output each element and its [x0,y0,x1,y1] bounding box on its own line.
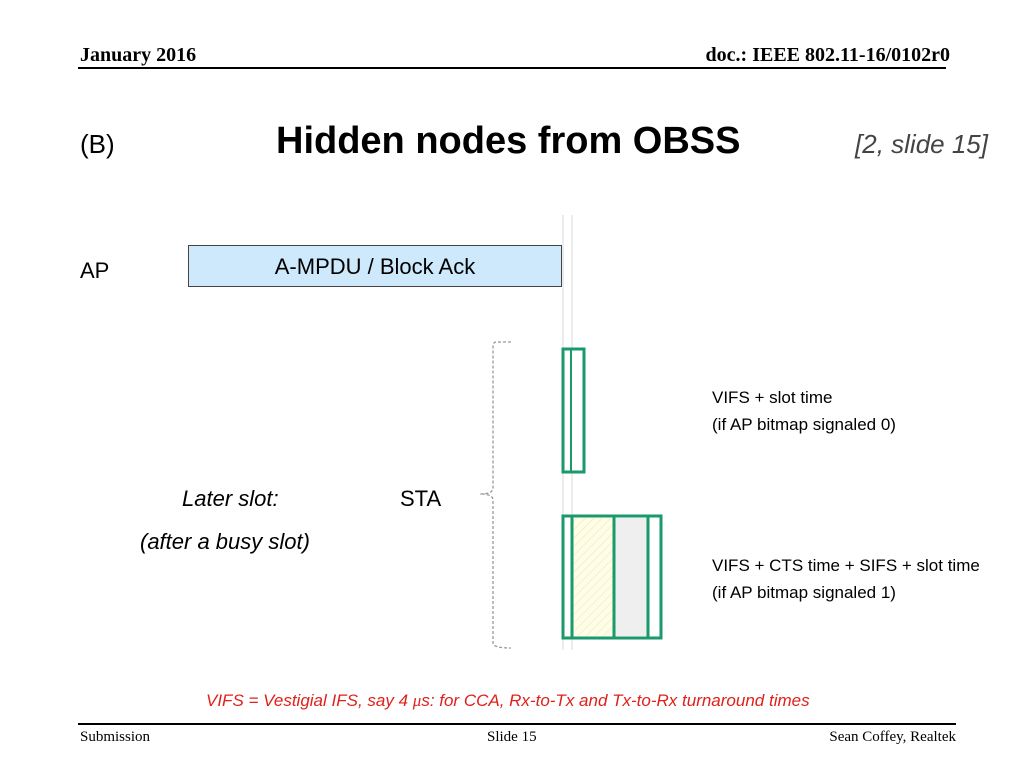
slide-label: (B) [80,129,115,159]
ampdu-frame: A-MPDU / Block Ack [188,245,562,287]
option2-condition: (if AP bitmap signaled 1) [712,583,896,602]
footnote-prefix: VIFS = Vestigial IFS, say 4 [206,691,413,710]
cts-segment [573,518,613,636]
footer-slide-number: Slide 15 [487,729,537,745]
footer-submission: Submission [80,729,151,745]
footer-rule [78,723,956,725]
slot-box-bitmap-0 [561,347,586,474]
after-busy-slot-label: (after a busy slot) [140,529,310,554]
slide-reference: [2, slide 15] [855,129,988,159]
sta-label: STA [400,486,442,511]
option2-timing: VIFS + CTS time + SIFS + slot time [712,556,980,575]
option1-timing: VIFS + slot time [712,388,833,407]
vifs-footnote: VIFS = Vestigial IFS, say 4 μs: for CCA,… [206,691,810,711]
header-rule [78,67,946,69]
later-slot-label: Later slot: [182,486,279,511]
footer-author: Sean Coffey, Realtek [829,729,956,745]
footnote-suffix: s: for CCA, Rx-to-Tx and Tx-to-Rx turnar… [421,691,810,710]
sifs-segment [614,518,648,636]
mu-symbol: μ [412,691,422,710]
sta-brace [479,341,512,649]
header-doc-id: doc.: IEEE 802.11-16/0102r0 [705,44,950,66]
page-title: Hidden nodes from OBSS [276,120,741,162]
header-date: January 2016 [80,44,197,66]
ap-label: AP [80,258,110,283]
option1-condition: (if AP bitmap signaled 0) [712,415,896,434]
